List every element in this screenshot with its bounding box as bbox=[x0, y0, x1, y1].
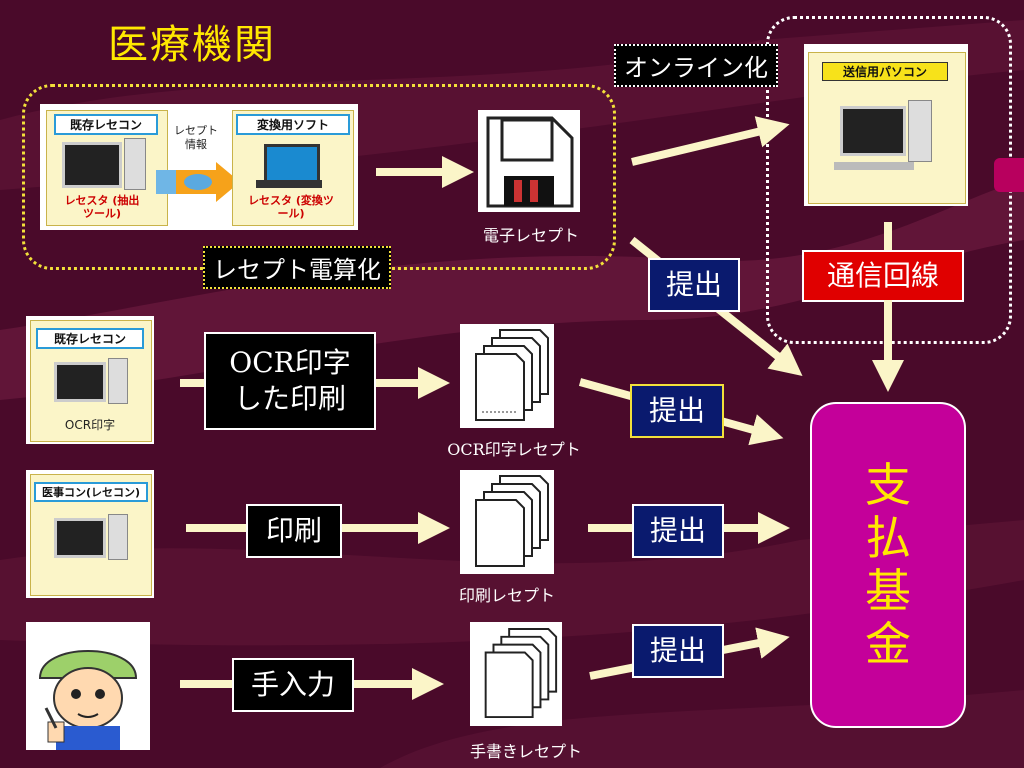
floppy-panel bbox=[478, 110, 580, 212]
floppy-icon bbox=[486, 116, 574, 208]
page-title: 医療機関 bbox=[108, 22, 276, 68]
computer-icon bbox=[54, 518, 106, 558]
worker-panel bbox=[26, 622, 150, 750]
ocr-print-line2: した印刷 bbox=[233, 382, 346, 415]
edge-accent bbox=[994, 158, 1024, 192]
print-docs-panel bbox=[460, 470, 554, 574]
resesta-extract-caption: レセスタ (抽出ツール) bbox=[64, 194, 140, 220]
sending-pc-panel: 送信用パソコン bbox=[804, 44, 968, 206]
documents-icon bbox=[484, 628, 558, 719]
tower-icon bbox=[908, 100, 932, 162]
existing-rececon-tag: 既存レセコン bbox=[36, 328, 144, 349]
submit-box-manual: 提出 bbox=[632, 624, 724, 678]
manual-input-label-overlay: 手入力 bbox=[232, 658, 354, 712]
payment-fund-box: 支 払 基 金 bbox=[810, 402, 966, 728]
submit-box-ocr: 提出 bbox=[630, 384, 724, 438]
sending-pc-tag: 送信用パソコン bbox=[822, 62, 948, 81]
fund-char-3: 基 bbox=[865, 564, 911, 618]
ocr-docs-panel bbox=[460, 324, 554, 428]
fund-char-4: 金 bbox=[865, 616, 911, 671]
ocr-pc-panel: 既存レセコン OCR印字 bbox=[26, 316, 154, 444]
conversion-panel: 既存レセコン レセスタ (抽出ツール) レセプト 情報 変換用ソフト レセスタ … bbox=[40, 104, 358, 230]
electronic-receipt-label: 電子レセプト bbox=[482, 226, 579, 245]
ocr-caption: OCR印字 bbox=[64, 418, 116, 432]
documents-icon bbox=[475, 329, 549, 421]
receipt-calc-tag: レセプト電算化 bbox=[203, 246, 391, 289]
tower-icon bbox=[108, 358, 128, 404]
computer-icon bbox=[54, 362, 106, 402]
computer-icon bbox=[840, 106, 906, 156]
conversion-soft-tag: 変換用ソフト bbox=[236, 114, 350, 135]
submit-box-electronic: 提出 bbox=[648, 258, 740, 312]
print-label-overlay: 印刷 bbox=[246, 504, 342, 558]
transfer-arrow-icon bbox=[156, 162, 240, 202]
tower-icon bbox=[108, 514, 128, 560]
medical-pc-panel: 医事コン(レセコン) bbox=[26, 470, 154, 598]
ocr-print-line1: OCR印字 bbox=[229, 346, 351, 379]
medical-rececon-tag: 医事コン(レセコン) bbox=[34, 482, 148, 502]
fund-char-2: 払 bbox=[865, 511, 911, 566]
handwritten-receipt-label: 手書きレセプト bbox=[469, 742, 582, 761]
documents-icon bbox=[475, 475, 549, 567]
handwritten-docs-panel bbox=[470, 622, 562, 726]
existing-rececon-tag: 既存レセコン bbox=[54, 114, 158, 135]
comm-line-label: 通信回線 bbox=[802, 250, 964, 302]
tower-icon bbox=[124, 138, 146, 190]
receipt-info-caption: レセプト 情報 bbox=[174, 124, 218, 151]
resesta-convert-caption: レセスタ (変換ツール) bbox=[248, 194, 334, 220]
ocr-receipt-label: OCR印字レセプト bbox=[447, 440, 581, 459]
computer-icon bbox=[62, 142, 122, 188]
print-receipt-label: 印刷レセプト bbox=[458, 586, 555, 605]
ocr-print-label-overlay: OCR印字 した印刷 bbox=[204, 332, 376, 430]
worker-icon bbox=[38, 650, 138, 750]
submit-box-print: 提出 bbox=[632, 504, 724, 558]
arrow-to-sending-pc bbox=[631, 116, 790, 166]
fund-char-1: 支 bbox=[865, 458, 911, 513]
online-tag: オンライン化 bbox=[614, 44, 778, 87]
